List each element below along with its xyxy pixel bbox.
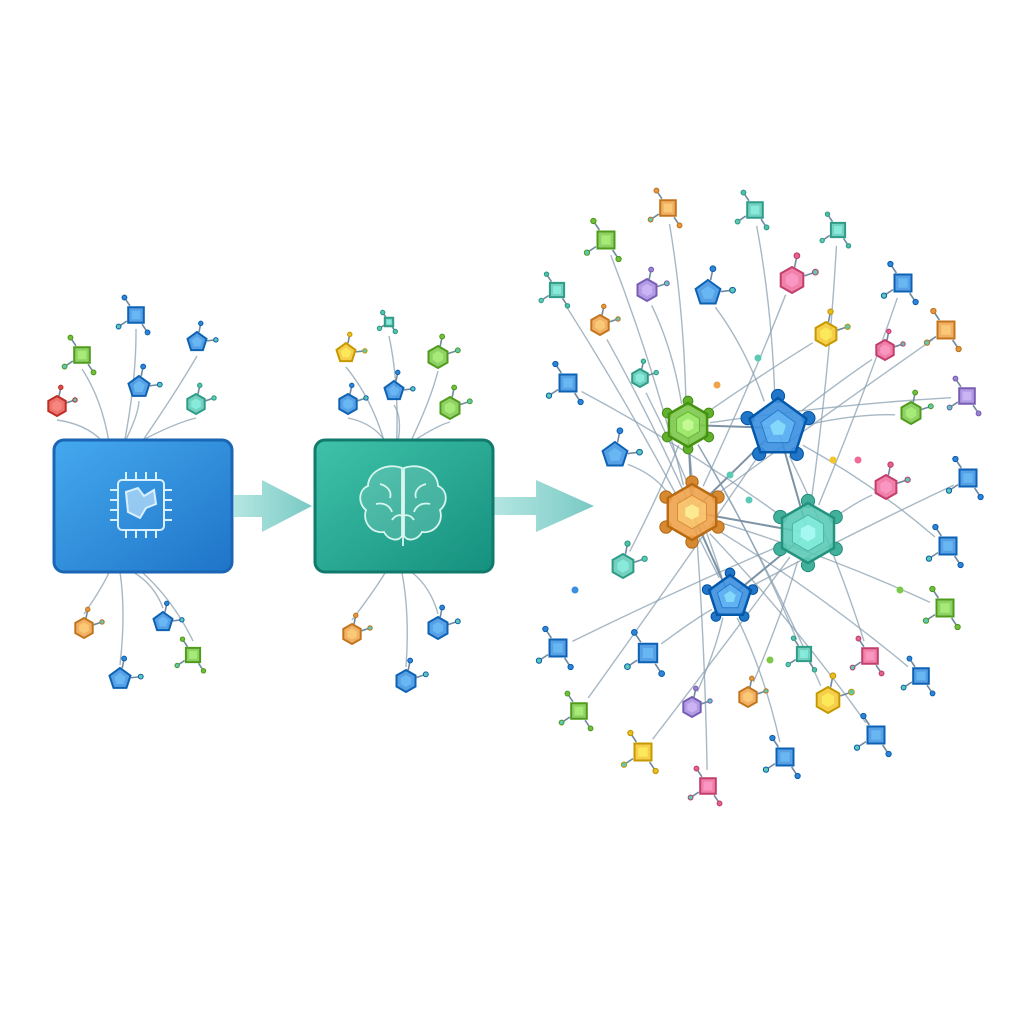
molecule-icon	[427, 604, 461, 641]
molecule-icon	[186, 320, 219, 352]
molecule-icon	[734, 189, 770, 231]
atom-dot	[829, 456, 837, 464]
molecule-icon	[174, 636, 207, 674]
molecule-icon	[338, 382, 369, 416]
network-hub-node	[659, 475, 725, 549]
network-hub-node	[701, 567, 759, 622]
molecule-icon	[538, 271, 571, 309]
network-hub-node	[661, 395, 715, 455]
microchip-icon	[110, 472, 172, 538]
molecule-icon	[900, 655, 936, 697]
atom-dot	[754, 354, 762, 362]
molecule-icon	[620, 729, 659, 775]
atom-dot	[726, 471, 734, 479]
molecule-icon	[738, 675, 769, 709]
atom-dot	[896, 586, 904, 594]
flow-arrow-2	[494, 480, 594, 532]
molecule-icon	[923, 307, 962, 353]
brain-icon	[359, 465, 447, 546]
molecule-icon	[342, 612, 373, 646]
atom-dot	[854, 456, 862, 464]
chip-stage	[52, 328, 234, 666]
molecule-icon	[922, 585, 961, 631]
molecule-icon	[439, 384, 473, 421]
network-hub-node	[740, 388, 816, 461]
molecule-icon	[814, 308, 851, 348]
molecule-icon	[383, 369, 416, 401]
molecule-icon	[152, 600, 185, 632]
molecule-icon	[535, 625, 574, 671]
molecule-icon	[815, 672, 855, 715]
molecule-icon	[819, 211, 852, 249]
molecule-icon	[682, 685, 713, 719]
atom-dot	[766, 656, 774, 664]
molecule-icon	[785, 635, 818, 673]
molecule-icon	[762, 734, 801, 780]
atom-dot	[713, 381, 721, 389]
molecule-icon	[590, 303, 621, 337]
network-stage	[564, 223, 954, 771]
molecule-icon	[47, 384, 78, 418]
molecule-icon	[631, 358, 659, 389]
molecule-icon	[624, 629, 666, 677]
molecule-icon	[601, 427, 643, 467]
molecule-icon	[186, 382, 217, 416]
molecule-icon	[376, 309, 398, 335]
molecule-icon	[853, 712, 892, 758]
molecule-icon	[583, 217, 622, 263]
molecule-icon	[395, 657, 429, 694]
molecule-icon	[925, 523, 964, 569]
molecule-icon	[115, 294, 151, 336]
molecule-icon	[779, 252, 819, 295]
molecule-icon	[636, 266, 670, 303]
molecule-icon	[945, 455, 984, 501]
molecule-icon	[611, 540, 648, 580]
atom-dot	[745, 496, 753, 504]
brain-stage	[313, 335, 495, 668]
molecules	[47, 187, 984, 807]
molecule-icon	[875, 328, 906, 362]
molecule-icon	[647, 187, 683, 229]
network-hubs	[659, 388, 843, 622]
molecule-icon	[874, 461, 911, 501]
molecule-icon	[849, 635, 885, 677]
molecule-icon	[558, 690, 594, 732]
molecule-icon	[335, 331, 368, 363]
molecule-icon	[545, 360, 584, 406]
molecule-icon	[900, 389, 934, 426]
flow-arrow-1	[234, 480, 312, 532]
molecule-icon	[61, 334, 97, 376]
network-connections	[564, 223, 954, 771]
molecule-icon	[74, 606, 105, 640]
molecule-icon	[880, 260, 919, 306]
atom-dot	[571, 586, 579, 594]
molecule-icon	[946, 375, 982, 417]
molecule-icon	[108, 655, 144, 689]
molecule-icon	[127, 363, 163, 397]
molecule-icon	[427, 333, 461, 370]
molecule-icon	[687, 765, 723, 807]
network-hub-node	[773, 493, 843, 573]
molecule-icon	[694, 265, 736, 305]
